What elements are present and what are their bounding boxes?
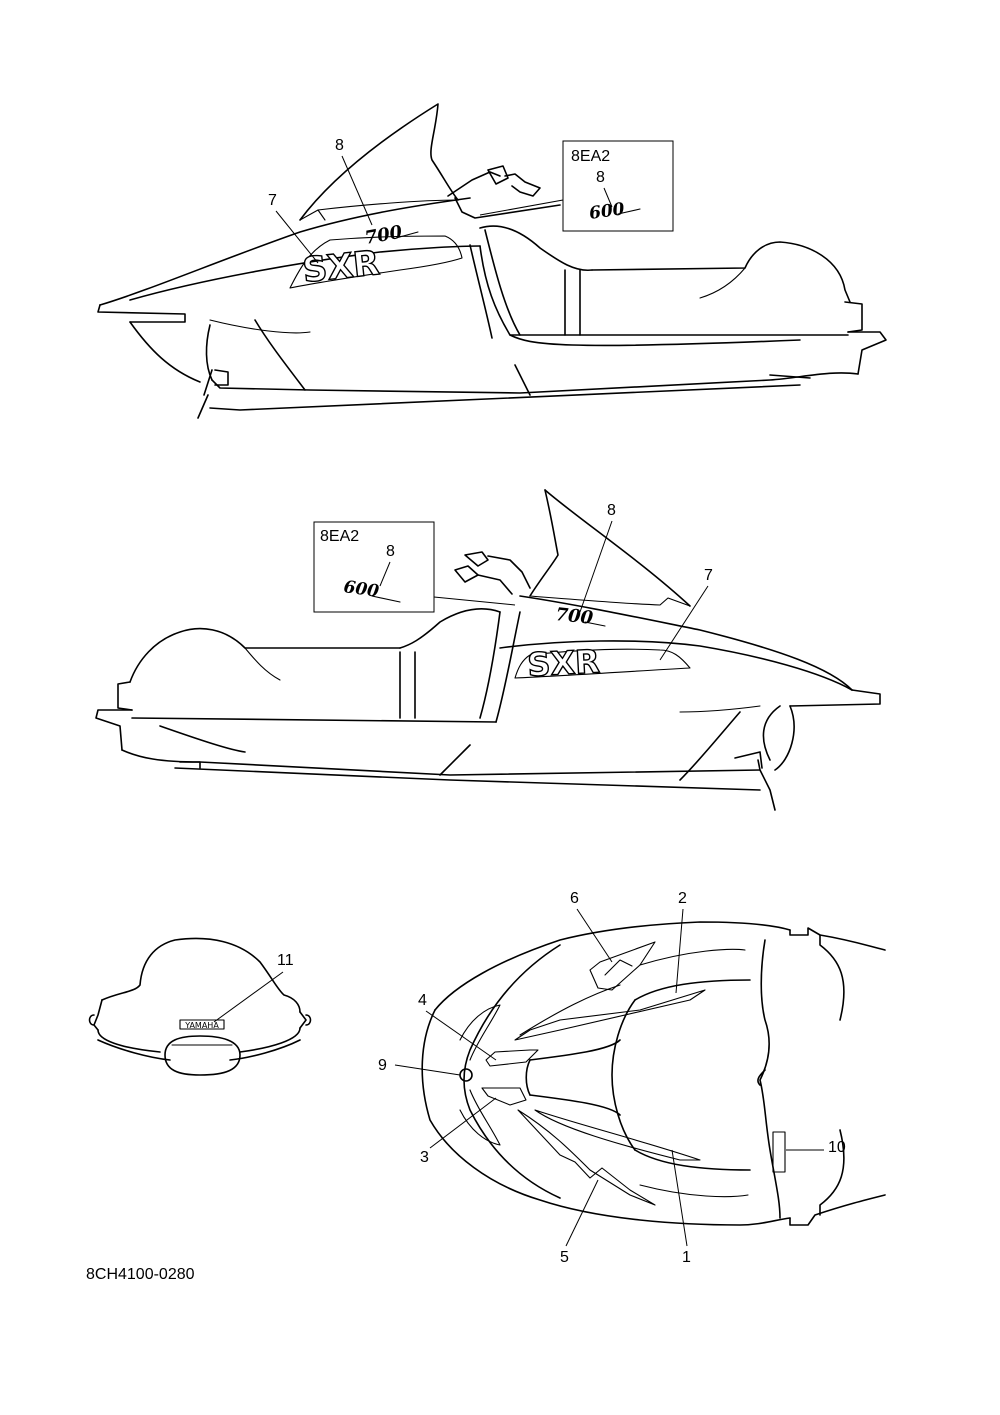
emblem-text: SXR — [526, 642, 600, 684]
diagram-reference-code: 8CH4100-0280 — [86, 1266, 195, 1283]
callout-11: 11 — [277, 952, 294, 969]
variant-inset-left: 8EA2 8 600 — [479, 140, 674, 232]
side-view-right: SXR 700 8 7 8EA2 8 600 — [95, 489, 881, 811]
variant-inset-right: 8EA2 8 600 — [313, 521, 516, 613]
emblem-text: SXR — [301, 243, 382, 291]
callout-1: 1 — [682, 1249, 691, 1266]
callout-8-inset-right: 8 — [386, 543, 395, 560]
callout-10: 10 — [828, 1139, 846, 1156]
top-view: 6 2 4 9 3 5 1 10 — [378, 890, 886, 1266]
callout-7-right: 7 — [704, 567, 713, 584]
callout-8-left: 8 — [335, 137, 344, 154]
callout-9: 9 — [378, 1057, 387, 1074]
callout-4: 4 — [418, 992, 427, 1009]
model-600-decal-right: 600 — [342, 577, 380, 602]
windshield-brand: YAMAHA — [184, 1021, 219, 1030]
callout-7-left: 7 — [268, 192, 277, 209]
callout-8-inset-left: 8 — [596, 169, 605, 186]
model-600-decal-left: 600 — [588, 199, 626, 224]
sxr-emblem-left: SXR — [289, 235, 463, 292]
windshield-front-view: YAMAHA 11 — [88, 937, 312, 1076]
side-view-left: SXR 700 8 7 8EA2 8 600 — [97, 103, 887, 419]
variant-label-right: 8EA2 — [320, 528, 359, 545]
model-700-decal-right: 700 — [554, 604, 594, 629]
callout-5: 5 — [560, 1249, 569, 1266]
model-700-decal-left: 700 — [363, 222, 404, 249]
callout-3: 3 — [420, 1149, 429, 1166]
variant-label-left: 8EA2 — [571, 148, 610, 165]
callout-6: 6 — [570, 890, 579, 907]
sxr-emblem-right: SXR — [514, 642, 691, 685]
callout-2: 2 — [678, 890, 687, 907]
callout-8-right: 8 — [607, 502, 616, 519]
